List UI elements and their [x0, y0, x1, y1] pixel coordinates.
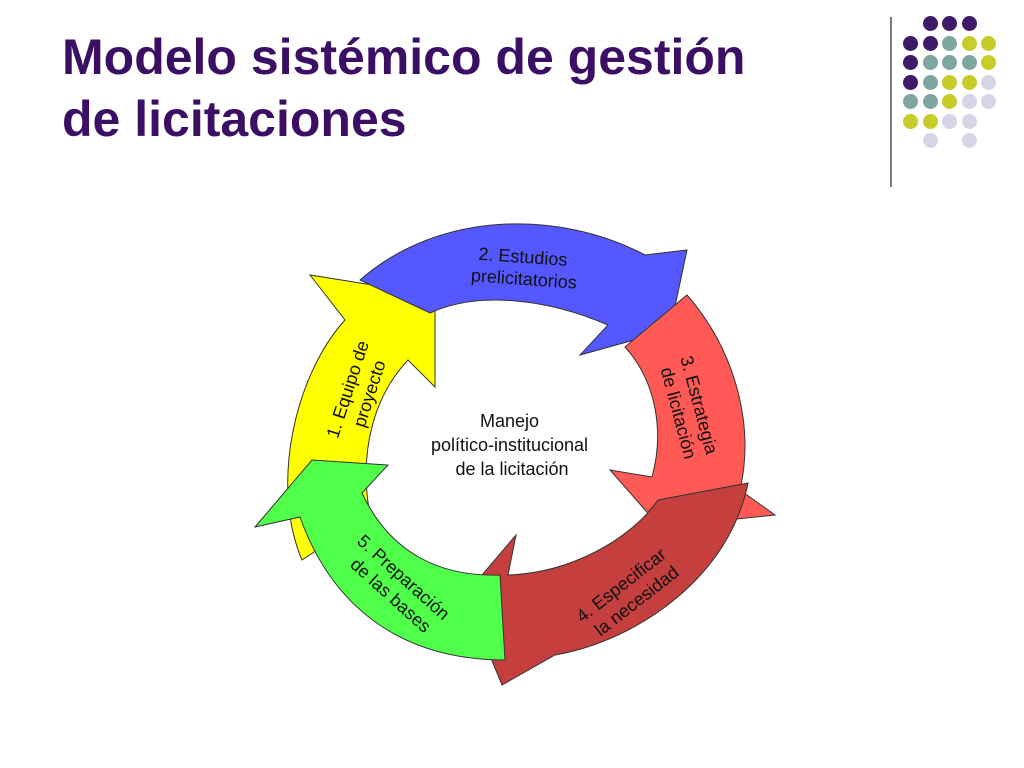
decorative-dot [981, 35, 996, 51]
slide-title-line1: Modelo sistémico de gestión [62, 29, 746, 85]
center-label-line2: político-institucional [431, 435, 588, 455]
decorative-dot [942, 113, 957, 129]
decorative-dot [961, 55, 977, 70]
cycle-diagram: 1. Equipo de proyecto 2. Estudios prelic… [253, 223, 777, 686]
decorative-dot [903, 55, 918, 70]
center-label: Manejo político-institucional de la lici… [431, 411, 593, 479]
decorative-dot [961, 133, 977, 148]
decorative-dot [922, 113, 938, 129]
decorative-dot [961, 74, 977, 90]
decorative-dot [922, 74, 938, 90]
decorative-dot [922, 94, 938, 109]
decorative-dot [981, 74, 996, 90]
decorative-dot [922, 55, 938, 70]
decorative-dot [981, 55, 996, 70]
decorative-dot [903, 94, 918, 109]
decorative-dot [961, 35, 977, 51]
decorative-dot [942, 74, 957, 90]
decorative-dot [942, 94, 957, 109]
center-label-line1: Manejo [480, 411, 539, 431]
decorative-dot [981, 94, 996, 109]
decorative-dot [903, 35, 918, 51]
decorative-dot [903, 113, 918, 129]
decorative-dot-grid [900, 8, 1024, 178]
decorative-dot [961, 94, 977, 109]
decorative-dot [961, 16, 977, 31]
decorative-dot [961, 113, 977, 129]
decorative-dot [903, 74, 918, 90]
decorative-dot [942, 35, 957, 51]
slide-title: Modelo sistémico de gestión de licitacio… [62, 26, 862, 150]
stage-5-arrow [253, 459, 506, 661]
stage-2-arrow [359, 223, 688, 356]
stage-4-arrow [464, 482, 749, 686]
center-label-line3: de la licitación [455, 459, 568, 479]
decorative-dot [942, 16, 957, 31]
decorative-dot [922, 133, 938, 148]
decorative-dot [942, 55, 957, 70]
decorative-dot [922, 35, 938, 51]
slide-title-line2: de licitaciones [62, 91, 407, 147]
decorative-dot [922, 16, 938, 31]
decorative-divider [890, 17, 892, 187]
